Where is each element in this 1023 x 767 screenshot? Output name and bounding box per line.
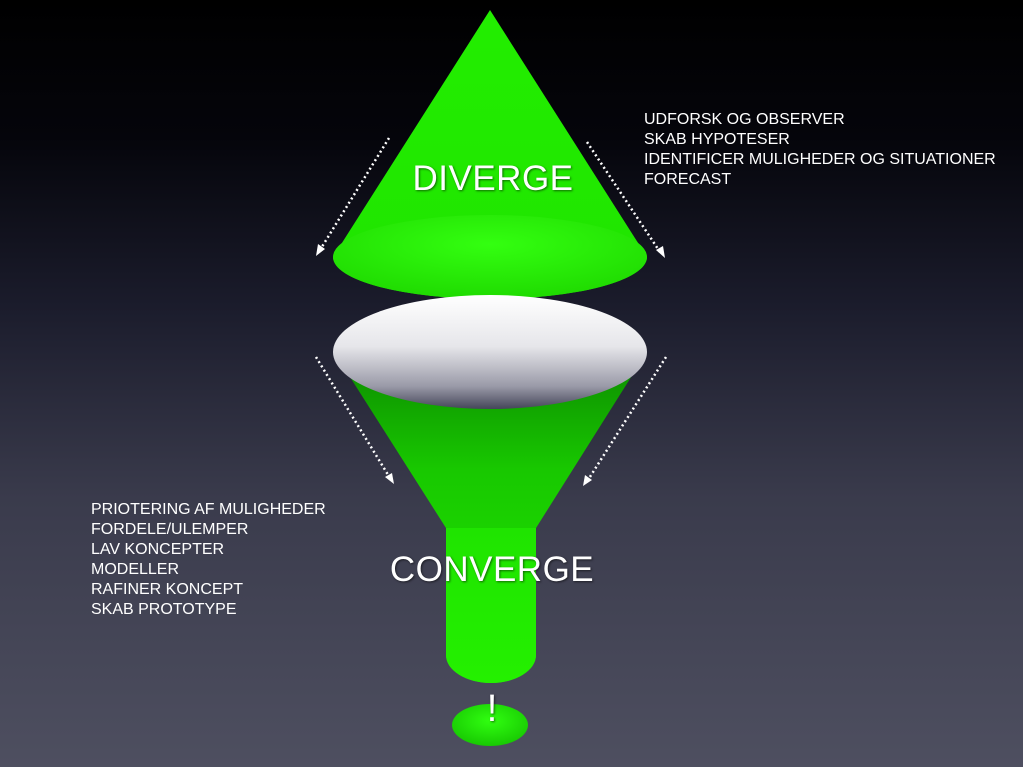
converge-step: SKAB PROTOTYPE — [91, 601, 237, 618]
arrow-bottom-right — [586, 356, 668, 481]
diverge-step: SKAB HYPOTESER — [644, 131, 790, 148]
diverge-steps-list: UDFORSK OG OBSERVER SKAB HYPOTESER IDENT… — [644, 110, 996, 190]
arrowhead-top-right — [656, 246, 665, 258]
converge-step: FORDELE/ULEMPER — [91, 521, 249, 538]
arrowhead-bottom-left — [385, 473, 394, 484]
converge-steps-list: PRIOTERING AF MULIGHEDER FORDELE/ULEMPER… — [91, 500, 326, 620]
dotted-arrows — [314, 137, 668, 481]
arrowhead-top-left — [316, 244, 325, 256]
converge-step: PRIOTERING AF MULIGHEDER — [91, 501, 326, 518]
converge-funnel — [336, 355, 645, 683]
result-label: ! — [486, 688, 498, 730]
center-lens — [333, 295, 647, 409]
diverge-label: DIVERGE — [412, 159, 574, 198]
converge-step: LAV KONCEPTER — [91, 541, 225, 558]
diverge-step: FORECAST — [644, 171, 732, 188]
converge-step: RAFINER KONCEPT — [91, 581, 244, 598]
diverge-cone-base — [333, 215, 647, 299]
converge-step: MODELLER — [91, 561, 180, 578]
converge-label: CONVERGE — [389, 550, 595, 589]
diverge-step: UDFORSK OG OBSERVER — [644, 111, 845, 128]
result-drop — [452, 704, 528, 746]
arrow-top-right — [585, 141, 662, 253]
arrow-bottom-left — [314, 356, 392, 479]
converge-spout — [446, 528, 536, 683]
arrow-heads — [316, 244, 665, 486]
arrow-top-left — [318, 137, 391, 251]
diverge-step: IDENTIFICER MULIGHEDER OG SITUATIONER — [644, 151, 996, 168]
arrowhead-bottom-right — [583, 475, 592, 486]
